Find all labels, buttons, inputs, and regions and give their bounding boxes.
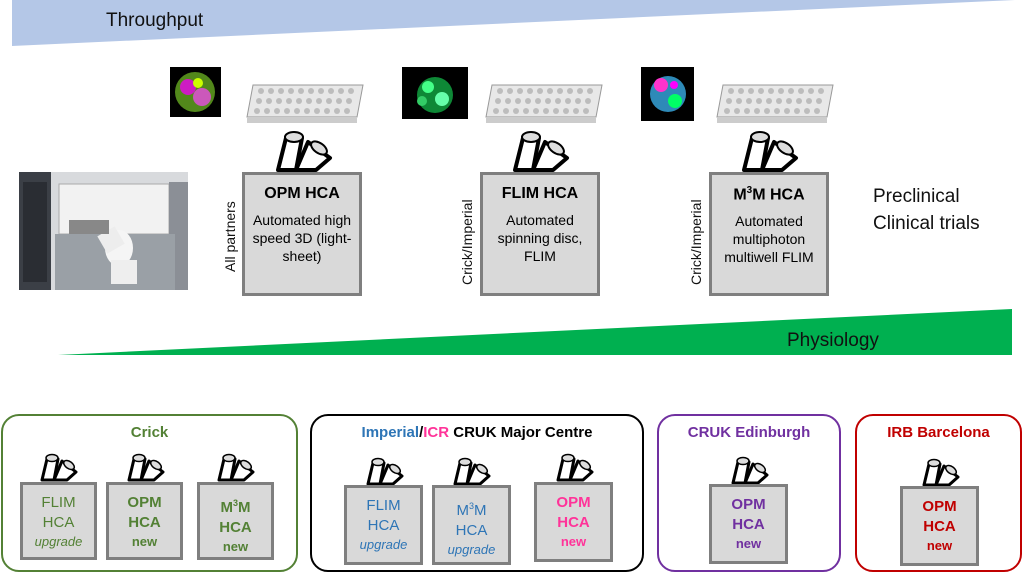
well-plate-icon: [485, 84, 603, 123]
group-title: CRUK Edinburgh: [687, 424, 811, 441]
instrument-box-flim: FLIM HCA Automated spinning disc, FLIM: [480, 172, 600, 296]
objective-lens-icon: [276, 131, 332, 172]
instrument-title: M3M HCA: [733, 185, 805, 204]
group-title: IRB Barcelona: [887, 424, 990, 441]
objective-lens-icon: [742, 131, 798, 172]
objective-lens-icon: [513, 131, 569, 172]
group-title: Crick: [130, 424, 169, 441]
edinburgh-opm-box: OPM HCA new: [709, 484, 788, 564]
objective-lens-icon: [366, 457, 404, 486]
group-crick: Crick: [1, 414, 298, 572]
throughput-label: Throughput: [106, 10, 204, 31]
objective-lens-icon: [127, 453, 165, 482]
crick-opm-box: OPM HCA new: [106, 482, 183, 560]
instrument-box-opm: OPM HCA Automated high speed 3D (light-s…: [242, 172, 362, 296]
physiology-label: Physiology: [787, 330, 879, 351]
clinical-trials-label: Clinical trials: [873, 213, 980, 234]
instrument-description: Automated high speed 3D (light-sheet): [252, 212, 352, 264]
organoid-image-1: [170, 67, 221, 117]
instrument-title: OPM HCA: [264, 185, 340, 202]
objective-lens-icon: [731, 456, 769, 485]
organoid-image-2: [402, 67, 468, 119]
instrument-description: Automated multiphoton multiwell FLIM: [724, 213, 814, 266]
objective-lens-icon: [453, 457, 491, 486]
objective-lens-icon: [556, 453, 594, 482]
instrument-box-m3m: M3M HCA Automated multiphoton multiwell …: [709, 172, 829, 296]
instrument-partner-label: Crick/Imperial: [459, 199, 475, 285]
robot-lab-photo: [19, 172, 188, 290]
instrument-title: FLIM HCA: [501, 185, 579, 202]
irb-opm-box: OPM HCA new: [900, 486, 979, 566]
crick-flim-box: FLIM HCA upgrade: [20, 482, 97, 560]
well-plate-icon: [716, 84, 834, 123]
objective-lens-icon: [217, 453, 255, 482]
physiology-wedge: [58, 309, 1012, 355]
organoid-image-3: [641, 67, 694, 121]
icr-opm-box: OPM HCA new: [534, 482, 613, 562]
crick-m3m-box: M3M HCA new: [197, 482, 274, 560]
objective-lens-icon: [922, 458, 960, 487]
group-imperial-icr: Imperial/ICR CRUK Major Centre: [310, 414, 644, 572]
preclinical-label: Preclinical: [873, 186, 960, 207]
instrument-partner-label: All partners: [222, 201, 238, 272]
group-irb-barcelona: IRB Barcelona: [855, 414, 1022, 572]
throughput-wedge: [12, 0, 1015, 46]
group-cruk-edinburgh: CRUK Edinburgh: [657, 414, 841, 572]
instrument-partner-label: Crick/Imperial: [688, 199, 704, 285]
imperial-flim-box: FLIM HCA upgrade: [344, 485, 423, 565]
group-title: Imperial/ICR CRUK Major Centre: [361, 424, 593, 441]
objective-lens-icon: [40, 453, 78, 482]
imperial-m3m-box: M3M HCA upgrade: [432, 485, 511, 565]
instrument-description: Automated spinning disc, FLIM: [497, 212, 583, 264]
well-plate-icon: [246, 84, 364, 123]
